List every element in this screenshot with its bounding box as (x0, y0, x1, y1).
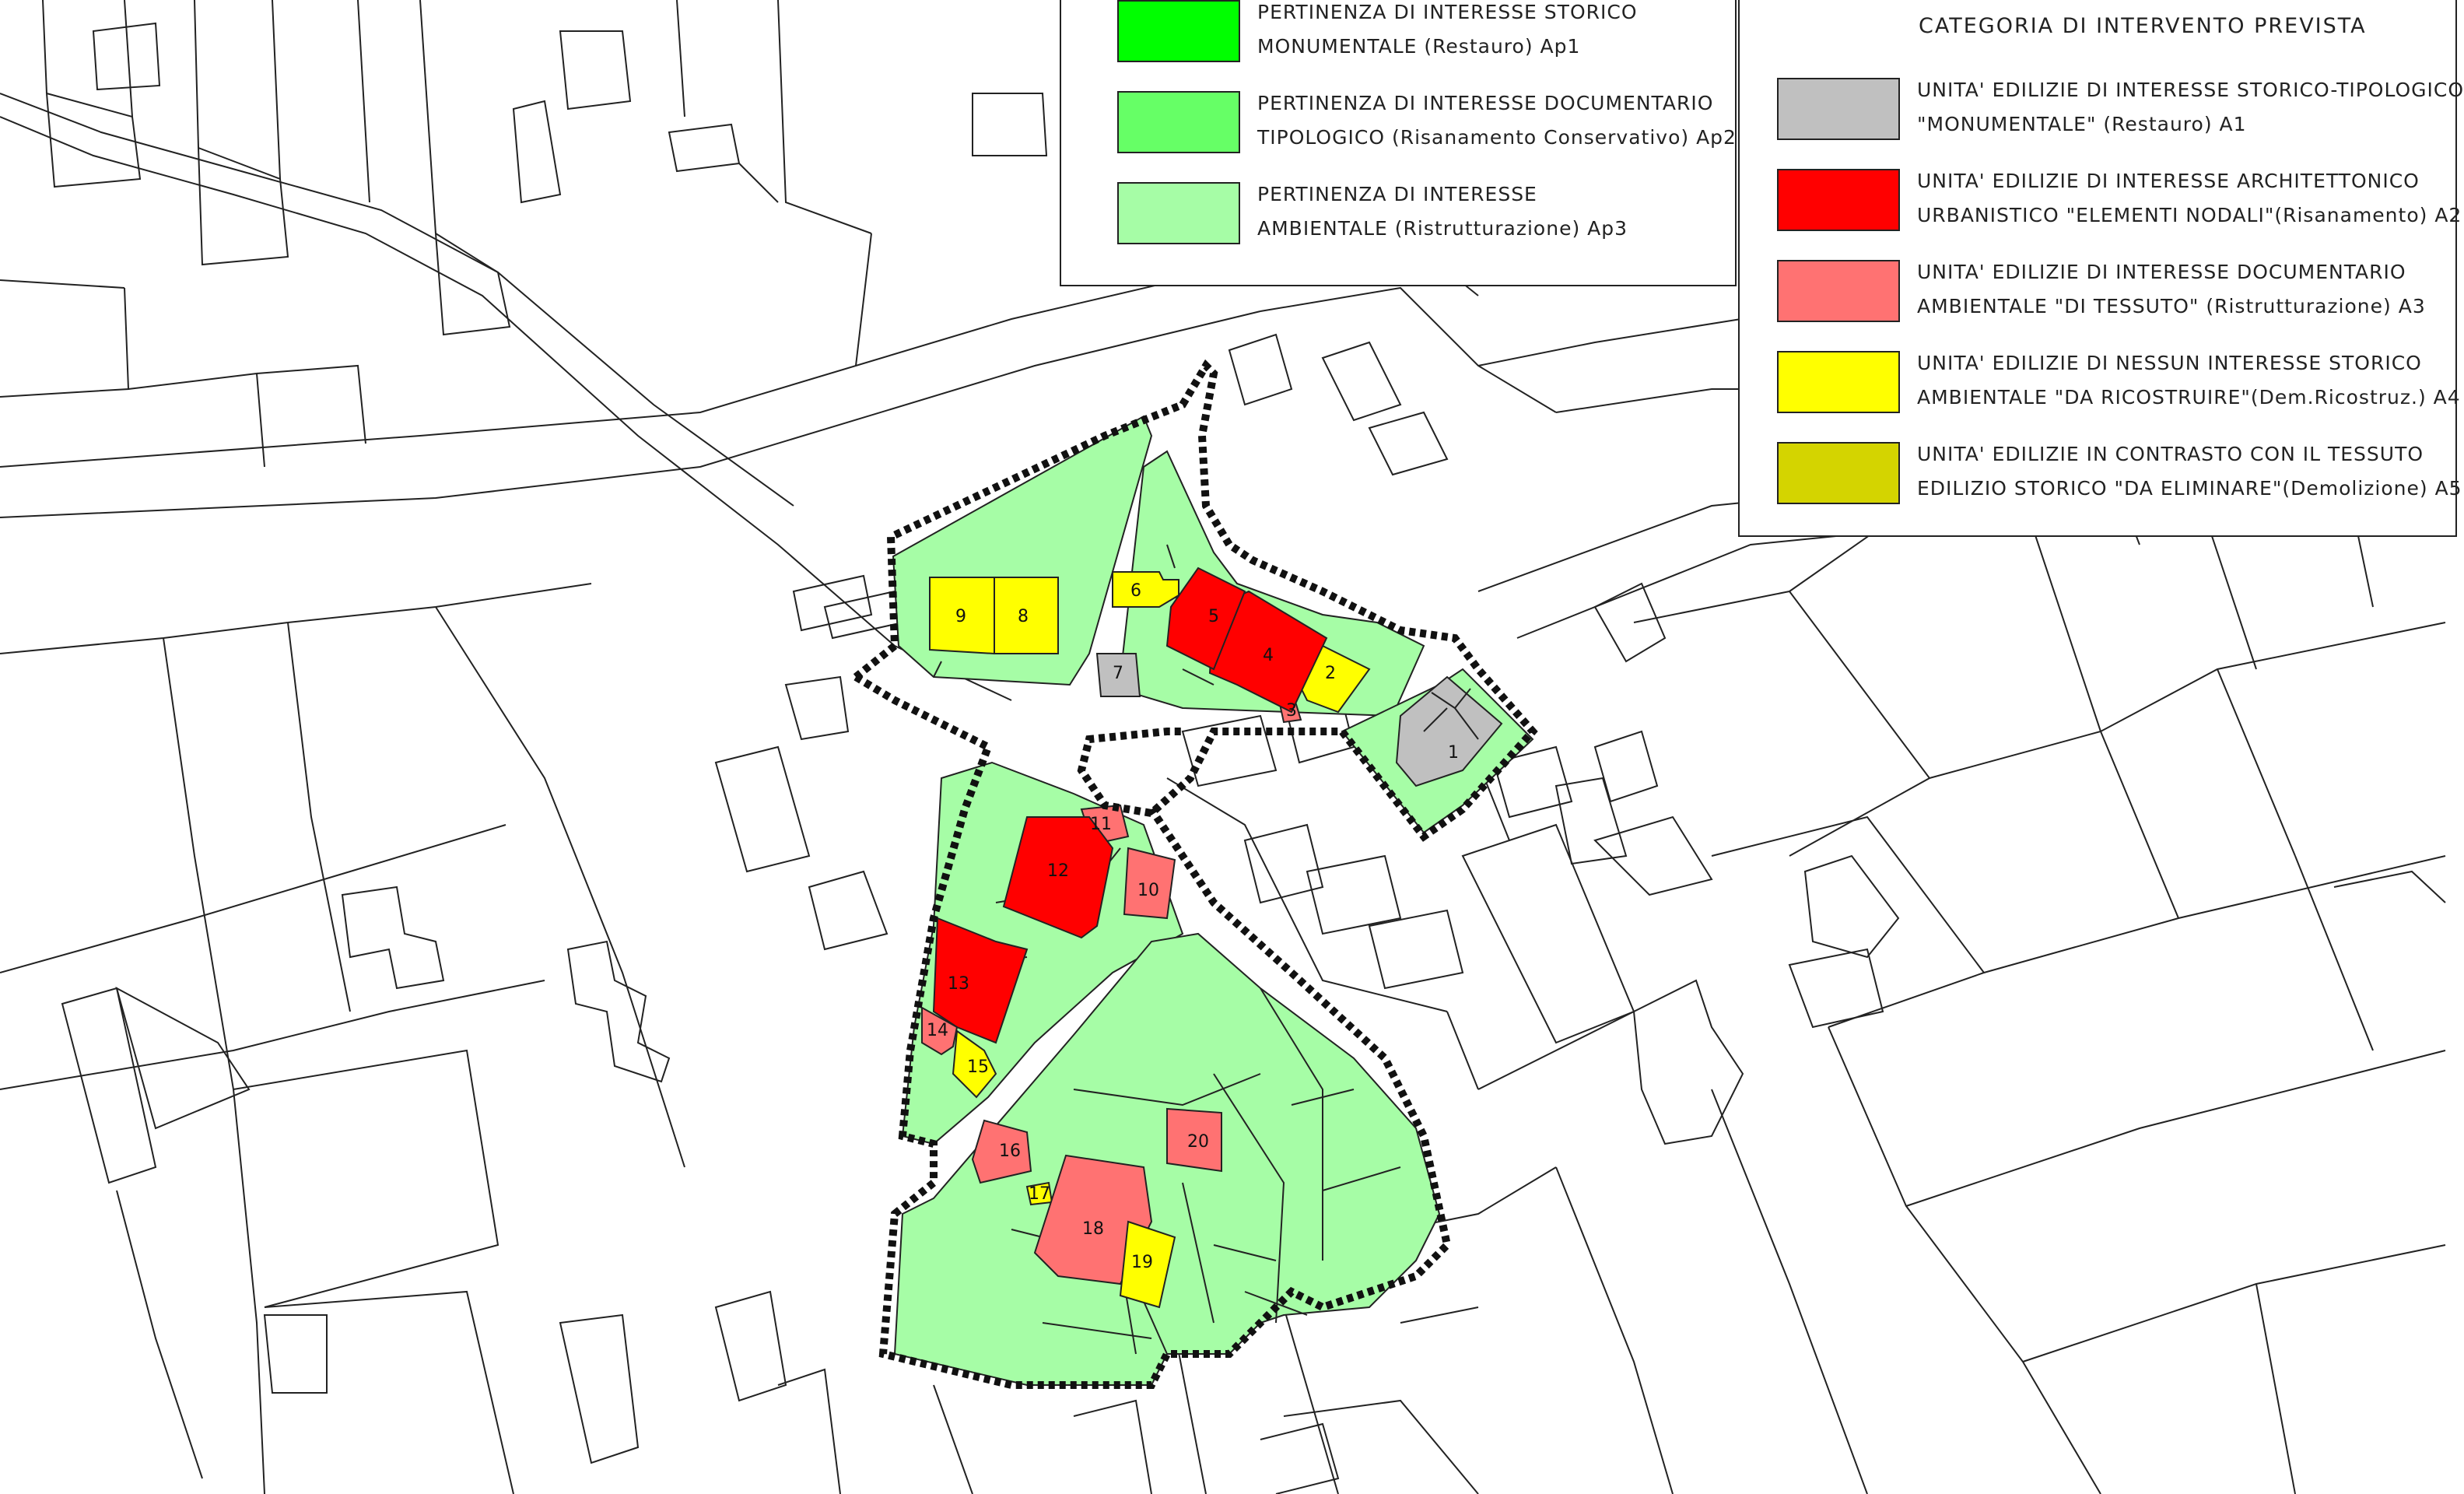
legend-label-ap2: PERTINENZA DI INTERESSE DOCUMENTARIO TIPO… (1257, 86, 1737, 155)
legend-label-line2: AMBIENTALE "DA RICOSTRUIRE"(Dem.Ricostru… (1917, 386, 2461, 409)
building-19 (1119, 1220, 1176, 1309)
legend-label-line1: UNITA' EDILIZIE DI INTERESSE ARCHITETTON… (1917, 170, 2420, 192)
legend-label-line1: UNITA' EDILIZIE IN CONTRASTO CON IL TESS… (1917, 443, 2424, 465)
legend-label-a4: UNITA' EDILIZIE DI NESSUN INTERESSE STOR… (1917, 346, 2461, 415)
building-16 (971, 1119, 1032, 1184)
legend-swatch-a1 (1777, 78, 1900, 140)
building-units (921, 566, 1503, 1309)
legend-label-line2: AMBIENTALE "DI TESSUTO" (Ristrutturazion… (1917, 295, 2426, 317)
building-label-14: 14 (927, 1021, 948, 1040)
building-14 (921, 1006, 959, 1056)
legend-swatch-a4 (1777, 351, 1900, 413)
legend-label-a2: UNITA' EDILIZIE DI INTERESSE ARCHITETTON… (1917, 164, 2462, 233)
legend-swatch-ap1 (1117, 0, 1240, 62)
legend-label-line2: URBANISTICO "ELEMENTI NODALI"(Risanament… (1917, 204, 2462, 226)
building-1-detail (1423, 688, 1479, 740)
building-1 (1395, 675, 1503, 787)
legend-swatch-ap2 (1117, 91, 1240, 153)
legend-label-line2: EDILIZIO STORICO "DA ELIMINARE"(Demolizi… (1917, 477, 2462, 500)
legend-label-line1: UNITA' EDILIZIE DI INTERESSE DOCUMENTARI… (1917, 261, 2406, 283)
legend-swatch-ap3 (1117, 182, 1240, 244)
legend-swatch-a5 (1777, 442, 1900, 504)
legend-label-line1: UNITA' EDILIZIE DI INTERESSE STORICO-TIP… (1917, 79, 2464, 101)
legend-label-a3: UNITA' EDILIZIE DI INTERESSE DOCUMENTARI… (1917, 255, 2426, 324)
building-label-8: 8 (1018, 607, 1029, 626)
building-label-13: 13 (948, 974, 969, 994)
building-15 (952, 1029, 997, 1099)
legend-label-ap3: PERTINENZA DI INTERESSE AMBIENTALE (Ristr… (1257, 177, 1628, 246)
building-label-6: 6 (1130, 581, 1141, 601)
building-label-19: 19 (1131, 1253, 1153, 1272)
building-6 (1112, 571, 1179, 608)
building-label-1: 1 (1448, 743, 1459, 763)
building-label-16: 16 (999, 1142, 1021, 1161)
building-label-2: 2 (1325, 664, 1336, 683)
building-18 (1033, 1154, 1153, 1285)
building-label-7: 7 (1113, 664, 1123, 683)
legend-label-line2: MONUMENTALE (Restauro) Ap1 (1257, 35, 1581, 58)
legend-label-line2: "MONUMENTALE" (Restauro) A1 (1917, 113, 2247, 135)
building-label-12: 12 (1047, 861, 1069, 881)
building-12 (1002, 816, 1114, 939)
legend-label-ap1: PERTINENZA DI INTERESSE STORICO MONUMENTA… (1257, 0, 1638, 64)
legend-label-line1: PERTINENZA DI INTERESSE (1257, 183, 1537, 205)
legend-label-line2: TIPOLOGICO (Risanamento Conservativo) Ap… (1257, 126, 1737, 149)
study-area-boundary (853, 359, 1538, 1389)
legend-label-line2: AMBIENTALE (Ristrutturazione) Ap3 (1257, 217, 1628, 240)
legend-label-a1: UNITA' EDILIZIE DI INTERESSE STORICO-TIP… (1917, 73, 2464, 142)
building-label-17: 17 (1029, 1184, 1050, 1204)
building-13 (932, 917, 1029, 1044)
building-label-4: 4 (1263, 646, 1274, 665)
building-9 (929, 577, 995, 655)
building-label-10: 10 (1137, 881, 1159, 900)
legend-title: CATEGORIA DI INTERVENTO PREVISTA (1919, 14, 2367, 38)
building-label-3: 3 (1286, 701, 1297, 721)
building-label-15: 15 (967, 1057, 989, 1077)
legend-label-line1: PERTINENZA DI INTERESSE DOCUMENTARIO (1257, 92, 1714, 114)
building-label-20: 20 (1187, 1132, 1209, 1152)
legend-label-line1: UNITA' EDILIZIE DI NESSUN INTERESSE STOR… (1917, 352, 2422, 374)
building-10 (1123, 847, 1176, 920)
legend-label-line1: PERTINENZA DI INTERESSE STORICO (1257, 1, 1638, 23)
building-4 (1208, 590, 1328, 714)
building-5 (1165, 566, 1246, 671)
legend-swatch-a3 (1777, 260, 1900, 322)
building-label-18: 18 (1082, 1219, 1104, 1239)
legend-swatch-a2 (1777, 169, 1900, 231)
building-label-5: 5 (1208, 607, 1219, 626)
building-20 (1166, 1107, 1222, 1173)
building-7 (1095, 653, 1141, 697)
building-label-9: 9 (955, 607, 966, 626)
building-label-11: 11 (1090, 815, 1112, 834)
legend-label-a5: UNITA' EDILIZIE IN CONTRASTO CON IL TESS… (1917, 437, 2462, 506)
